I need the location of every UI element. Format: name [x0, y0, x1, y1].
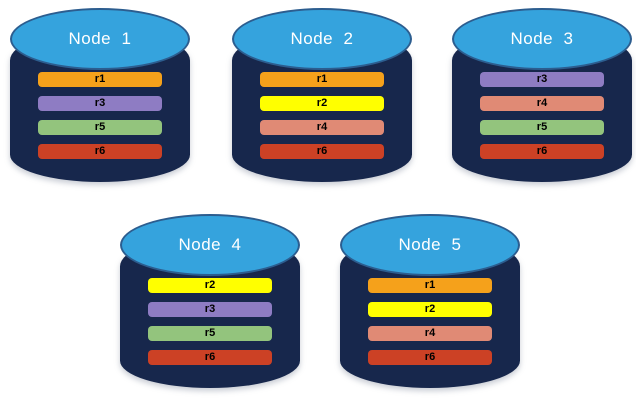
replica-bar-r4[interactable]: r4 — [480, 96, 604, 111]
replica-bar-r4[interactable]: r4 — [260, 120, 384, 135]
cylinder-top-ellipse — [340, 214, 520, 276]
replica-bar-r3[interactable]: r3 — [148, 302, 272, 317]
replica-bar-r1[interactable]: r1 — [368, 278, 492, 293]
replica-bar-list: r1 r2 r4 r6 — [368, 278, 492, 365]
replica-bar-r6[interactable]: r6 — [480, 144, 604, 159]
replica-bar-r6[interactable]: r6 — [368, 350, 492, 365]
replica-bar-r1[interactable]: r1 — [260, 72, 384, 87]
cylinder-top-ellipse — [10, 8, 190, 70]
replica-bar-r2[interactable]: r2 — [148, 278, 272, 293]
cylinder-top-ellipse — [120, 214, 300, 276]
replica-bar-r6[interactable]: r6 — [148, 350, 272, 365]
replica-bar-r6[interactable]: r6 — [260, 144, 384, 159]
replica-bar-list: r1 r2 r4 r6 — [260, 72, 384, 159]
replica-bar-r5[interactable]: r5 — [480, 120, 604, 135]
cylinder-top-ellipse — [452, 8, 632, 70]
replica-bar-r2[interactable]: r2 — [368, 302, 492, 317]
replica-bar-r5[interactable]: r5 — [148, 326, 272, 341]
replica-bar-r3[interactable]: r3 — [480, 72, 604, 87]
replica-bar-r4[interactable]: r4 — [368, 326, 492, 341]
replica-bar-r2[interactable]: r2 — [260, 96, 384, 111]
replica-bar-r1[interactable]: r1 — [38, 72, 162, 87]
replica-bar-list: r1 r3 r5 r6 — [38, 72, 162, 159]
replica-bar-list: r2 r3 r5 r6 — [148, 278, 272, 365]
replica-bar-r5[interactable]: r5 — [38, 120, 162, 135]
replica-bar-list: r3 r4 r5 r6 — [480, 72, 604, 159]
replica-bar-r3[interactable]: r3 — [38, 96, 162, 111]
cylinder-top-ellipse — [232, 8, 412, 70]
replica-bar-r6[interactable]: r6 — [38, 144, 162, 159]
